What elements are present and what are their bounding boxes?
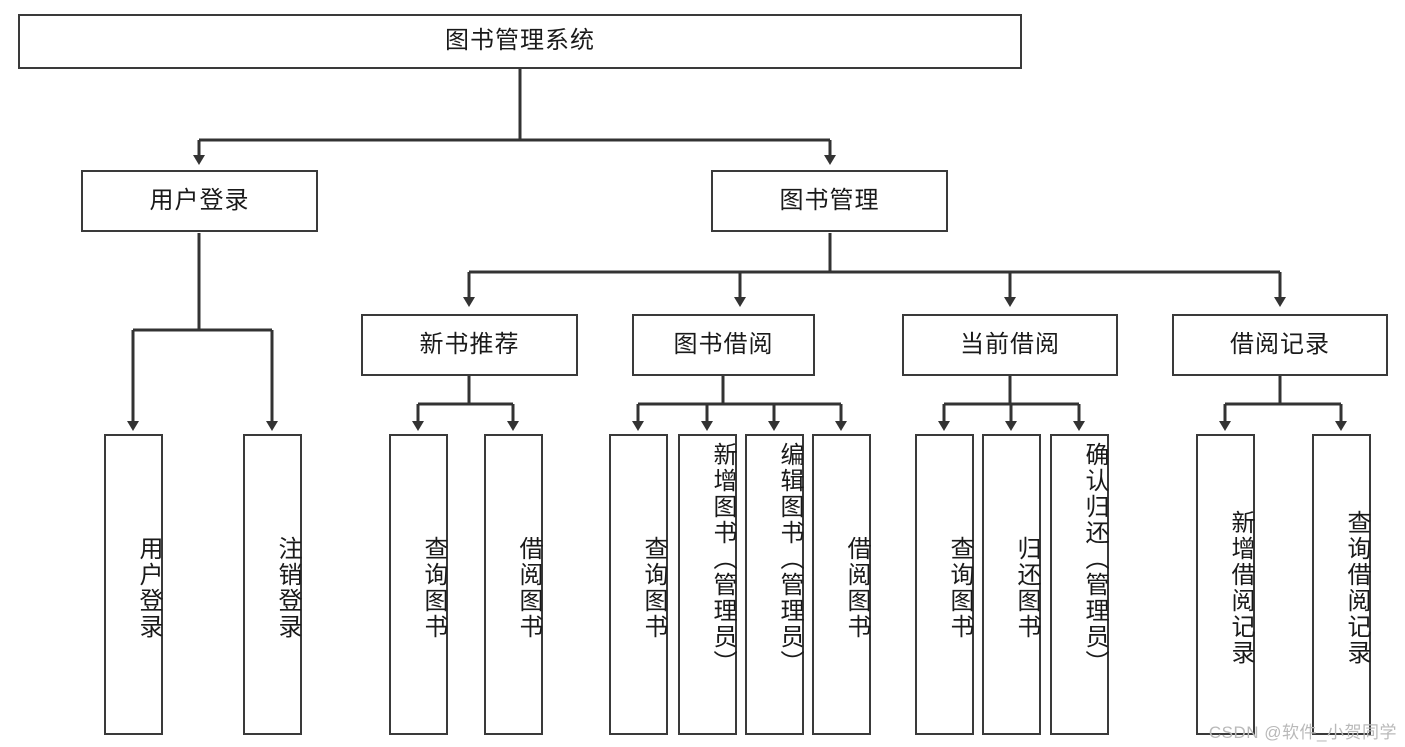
node-root[interactable]: 图书管理系统 — [18, 14, 1022, 69]
node-borrow-record[interactable]: 借阅记录 — [1172, 314, 1388, 376]
node-new-book-recommend[interactable]: 新书推荐 — [361, 314, 578, 376]
node-current-borrow[interactable]: 当前借阅 — [902, 314, 1118, 376]
node-user-login[interactable]: 用户登录 — [81, 170, 318, 232]
node-book-borrow[interactable]: 图书借阅 — [632, 314, 815, 376]
node-book-borrow-label: 图书借阅 — [673, 330, 774, 358]
leaf-add-borrow-record[interactable]: 新增借阅记录 — [1196, 434, 1255, 735]
leaf-query-borrow-record[interactable]: 查询借阅记录 — [1312, 434, 1371, 735]
leaf-user-login[interactable]: 用户登录 — [104, 434, 163, 735]
leaf-return-book[interactable]: 归还图书 — [982, 434, 1041, 735]
node-book-manage[interactable]: 图书管理 — [711, 170, 948, 232]
node-root-label: 图书管理系统 — [445, 27, 595, 55]
leaf-logout[interactable]: 注销登录 — [243, 434, 302, 735]
leaf-query-book-recommend[interactable]: 查询图书 — [389, 434, 448, 735]
leaf-query-book-current[interactable]: 查询图书 — [915, 434, 974, 735]
leaf-confirm-return[interactable]: 确认归还（管理员） — [1050, 434, 1109, 735]
leaf-edit-book[interactable]: 编辑图书（管理员） — [745, 434, 804, 735]
node-borrow-record-label: 借阅记录 — [1230, 330, 1330, 358]
leaf-borrow-book-recommend[interactable]: 借阅图书 — [484, 434, 543, 735]
node-current-borrow-label: 当前借阅 — [960, 330, 1060, 358]
node-book-manage-label: 图书管理 — [779, 186, 880, 214]
watermark: CSDN @软件_小贺同学 — [1208, 723, 1397, 742]
node-new-book-recommend-label: 新书推荐 — [419, 330, 520, 358]
leaf-query-book-borrow[interactable]: 查询图书 — [609, 434, 668, 735]
leaf-borrow-book[interactable]: 借阅图书 — [812, 434, 871, 735]
node-user-login-label: 用户登录 — [149, 186, 250, 214]
leaf-add-book[interactable]: 新增图书（管理员） — [678, 434, 737, 735]
